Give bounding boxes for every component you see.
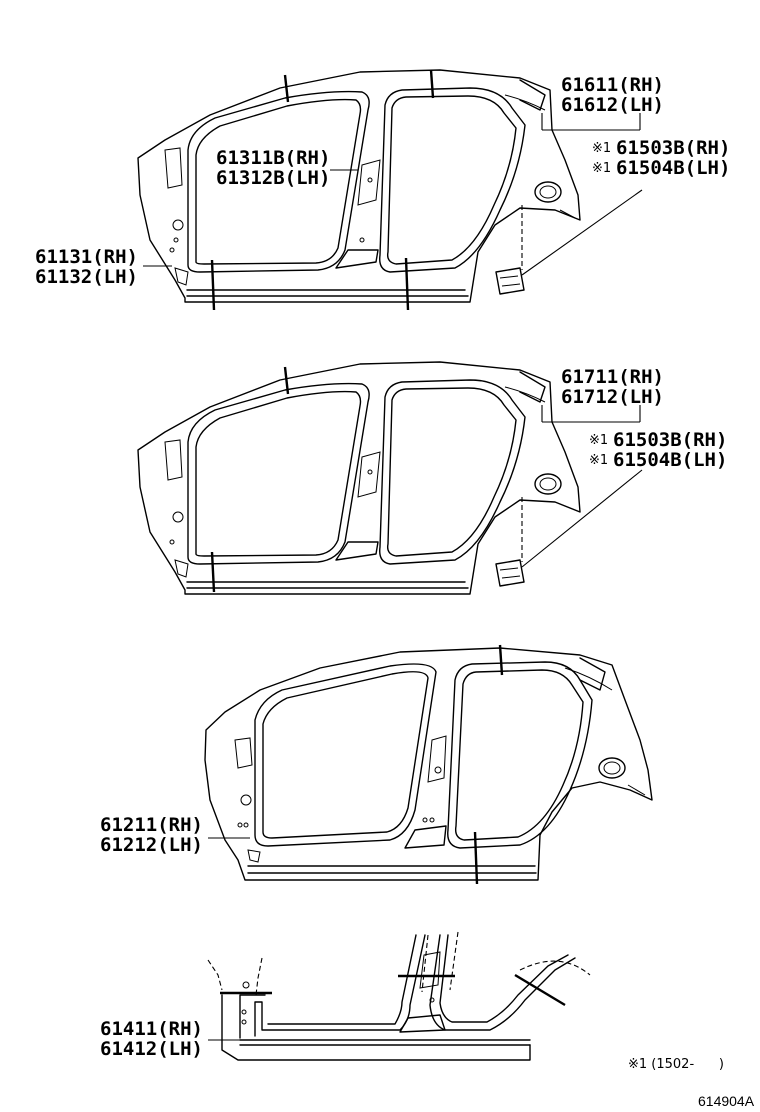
callout-61612-lh: 61612(LH) — [561, 94, 664, 116]
drawing-code: 614904A — [698, 1093, 755, 1109]
callout-61132-lh: 61132(LH) — [35, 266, 138, 288]
callout-61311b-rh: 61311B(RH) — [216, 147, 330, 169]
callout-61711-rh: 61711(RH) — [561, 366, 664, 388]
callout-61131-rh: 61131(RH) — [35, 246, 138, 268]
callout-61411-rh: 61411(RH) — [100, 1018, 203, 1040]
callout-61503b-rh-b: 61503B(RH) — [613, 429, 727, 451]
note-mark-1: ※1 — [592, 141, 611, 156]
callout-61503b-rh-a: 61503B(RH) — [616, 137, 730, 159]
callout-61212-lh: 61212(LH) — [100, 834, 203, 856]
side-outer-panel-upper — [137, 69, 643, 311]
callout-61504b-lh-a: 61504B(LH) — [616, 157, 730, 179]
callout-61211-rh: 61211(RH) — [100, 814, 203, 836]
note-mark-2: ※1 — [592, 161, 611, 176]
note-mark-3: ※1 — [589, 433, 608, 448]
callout-61504b-lh-b: 61504B(LH) — [613, 449, 727, 471]
callout-61312b-lh: 61312B(LH) — [216, 167, 330, 189]
rocker-sill-section — [207, 931, 591, 1061]
side-outer-panel-variant — [137, 361, 643, 595]
callout-61712-lh: 61712(LH) — [561, 386, 664, 408]
callout-61412-lh: 61412(LH) — [100, 1038, 203, 1060]
note-mark-4: ※1 — [589, 453, 608, 468]
side-inner-panel — [204, 644, 653, 885]
footnote-applicability: ※1 (1502- ) — [628, 1057, 724, 1072]
callout-61611-rh: 61611(RH) — [561, 74, 664, 96]
